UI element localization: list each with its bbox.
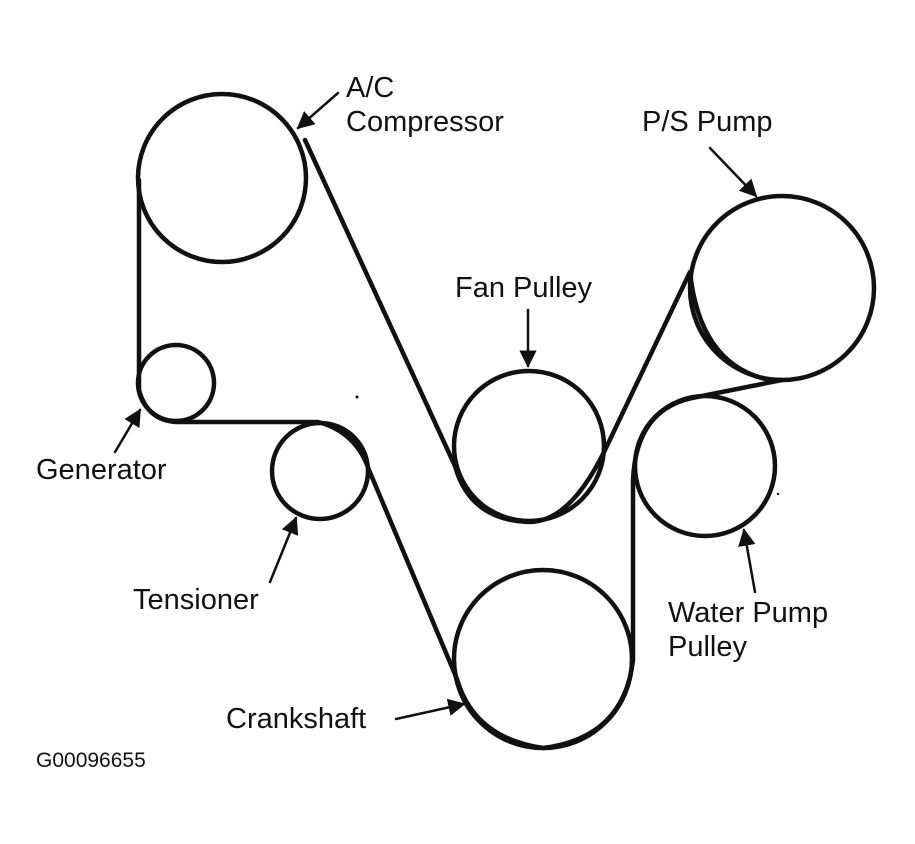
- crankshaft-arrow: [394, 698, 466, 721]
- ac-compressor-pulley: [135, 91, 309, 265]
- fan-pulley: [451, 368, 607, 524]
- tensioner-label: Tensioner: [133, 584, 259, 616]
- crankshaft-label: Crankshaft: [226, 703, 367, 735]
- ac-compressor-arrow: [296, 91, 340, 130]
- tensioner-pulley: [269, 420, 371, 522]
- ac-compressor-label: A/C Compressor: [346, 71, 504, 139]
- ps-pump-arrow: [708, 146, 758, 198]
- scan-speck: [776, 492, 780, 496]
- generator-arrow: [113, 408, 142, 454]
- water-pump-pulley-label: Water Pump Pulley: [668, 596, 828, 664]
- generator-label: Generator: [36, 454, 167, 486]
- figure-code: G00096655: [36, 749, 146, 772]
- ac-compressor-label-line2: Compressor: [346, 106, 504, 138]
- water-pump-label-line2: Pulley: [668, 631, 747, 663]
- fan-pulley-label: Fan Pulley: [455, 272, 593, 304]
- ps-pump-label: P/S Pump: [642, 106, 773, 138]
- serpentine-belt: [136, 137, 785, 751]
- water-pump-arrow: [738, 528, 757, 594]
- scan-speck: [355, 395, 359, 399]
- water-pump-label-line1: Water Pump: [668, 597, 829, 629]
- tensioner-arrow: [268, 516, 299, 584]
- ac-compressor-label-line1: A/C: [346, 72, 395, 104]
